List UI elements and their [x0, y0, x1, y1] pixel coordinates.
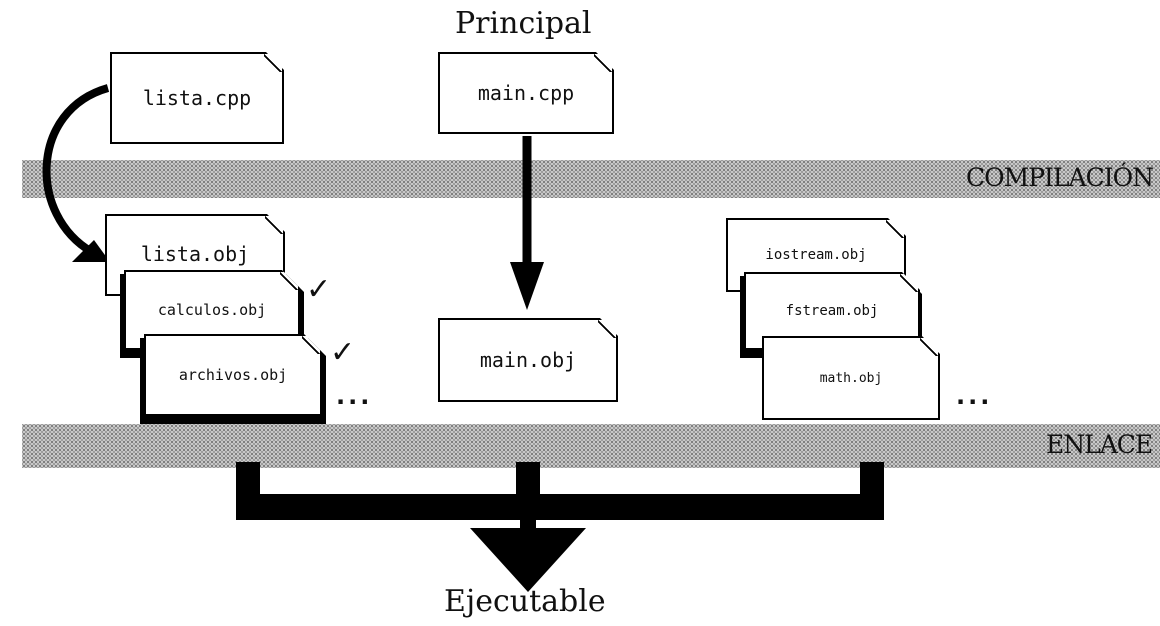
object-file-archivos-obj: archivos.obj [144, 334, 322, 416]
ellipsis-right: ... [956, 382, 993, 410]
linking-band [22, 424, 1160, 468]
source-file-lista-cpp: lista.cpp [110, 52, 284, 144]
curved-arrow-head [72, 240, 110, 262]
executable-label: Ejecutable [444, 584, 606, 619]
file-label: lista.obj [140, 242, 250, 266]
file-label: calculos.obj [157, 301, 267, 319]
compilation-band [22, 160, 1160, 198]
file-label: main.obj [479, 348, 577, 372]
object-file-main-obj: main.obj [438, 318, 618, 402]
source-file-main-cpp: main.cpp [438, 52, 614, 134]
main-arrow-head [510, 262, 544, 310]
file-label: lista.cpp [142, 86, 252, 110]
object-file-math-obj: math.obj [762, 336, 940, 420]
compilation-label: COMPILACIÓN [966, 163, 1154, 192]
file-label: main.cpp [477, 81, 575, 105]
file-label: iostream.obj [765, 247, 867, 263]
file-label: fstream.obj [785, 303, 879, 319]
ellipsis-left: ... [336, 382, 373, 410]
linking-label: ENLACE [1046, 430, 1153, 459]
link-bar [236, 494, 884, 520]
result-arrow-head [470, 528, 586, 592]
file-label: math.obj [819, 370, 883, 386]
checkmark-icon: ✓ [330, 335, 356, 370]
file-label: archivos.obj [178, 366, 288, 384]
curved-arrow-shaft [42, 84, 110, 256]
checkmark-icon: ✓ [306, 272, 332, 307]
principal-title: Principal [455, 6, 592, 41]
